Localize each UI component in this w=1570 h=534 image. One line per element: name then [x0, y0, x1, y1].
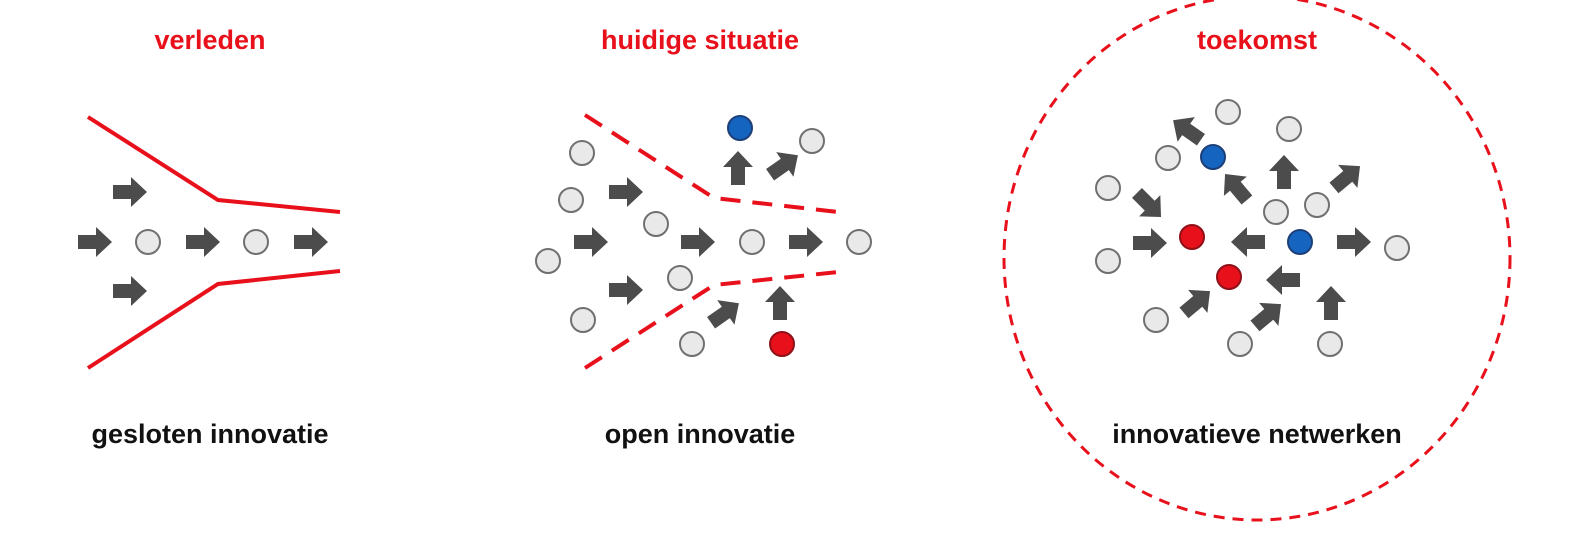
arrow-icon: [1126, 182, 1172, 228]
arrow-icon: [1174, 279, 1220, 325]
funnel-top-line: [583, 113, 839, 214]
arrow-icon: [1266, 265, 1300, 295]
arrow-icon: [1213, 164, 1259, 210]
node: [135, 229, 161, 255]
node: [1263, 199, 1289, 225]
panel-past: [78, 115, 341, 370]
arrow-icon: [1316, 286, 1346, 320]
node: [570, 307, 596, 333]
arrow-icon: [186, 227, 220, 257]
arrow-icon: [1231, 227, 1265, 257]
arrow-icon: [1133, 228, 1167, 258]
node: [1384, 235, 1410, 261]
node: [1227, 331, 1253, 357]
arrow-icon: [609, 275, 643, 305]
arrow-icon: [574, 227, 608, 257]
arrow-icon: [761, 142, 807, 188]
arrow-icon: [113, 177, 147, 207]
panel-title-past: verleden: [154, 25, 266, 55]
panel-future: [1002, 0, 1512, 522]
node: [243, 229, 269, 255]
node: [569, 140, 595, 166]
panel-present: [535, 113, 872, 370]
arrow-icon: [609, 177, 643, 207]
arrow-icon: [294, 227, 328, 257]
node: [667, 265, 693, 291]
node: [535, 248, 561, 274]
node: [558, 187, 584, 213]
node: [1215, 99, 1241, 125]
node: [1317, 331, 1343, 357]
node: [1143, 307, 1169, 333]
arrow-icon: [1324, 154, 1370, 200]
arrow-icon: [681, 227, 715, 257]
panel-title-present: huidige situatie: [600, 25, 800, 55]
arrow-icon: [78, 227, 112, 257]
arrow-icon: [1245, 292, 1291, 338]
funnel-bottom-line: [583, 270, 839, 370]
node: [1095, 248, 1121, 274]
node-red: [769, 331, 795, 357]
node: [1304, 192, 1330, 218]
panel-caption-present: open innovatie: [604, 419, 796, 449]
panel-caption-future: innovatieve netwerken: [1112, 419, 1402, 449]
node: [799, 128, 825, 154]
node-red: [1216, 264, 1242, 290]
node-red: [1179, 224, 1205, 250]
panel-caption-past: gesloten innovatie: [91, 419, 329, 449]
panel-title-future: toekomst: [1196, 25, 1318, 55]
node: [1155, 145, 1181, 171]
funnel-bottom-line: [86, 269, 341, 370]
arrow-icon: [113, 276, 147, 306]
node: [846, 229, 872, 255]
node-blue: [727, 115, 753, 141]
arrow-icon: [1269, 155, 1299, 189]
node: [679, 331, 705, 357]
node-blue: [1200, 144, 1226, 170]
node: [739, 229, 765, 255]
arrow-icon: [789, 227, 823, 257]
arrow-icon: [1337, 227, 1371, 257]
funnel-top-line: [86, 115, 341, 214]
node-blue: [1287, 229, 1313, 255]
node: [643, 211, 669, 237]
arrow-icon: [765, 286, 795, 320]
node: [1276, 116, 1302, 142]
arrow-icon: [702, 290, 748, 336]
highlight-circle: [1002, 0, 1512, 522]
node: [1095, 175, 1121, 201]
arrow-icon: [723, 151, 753, 185]
